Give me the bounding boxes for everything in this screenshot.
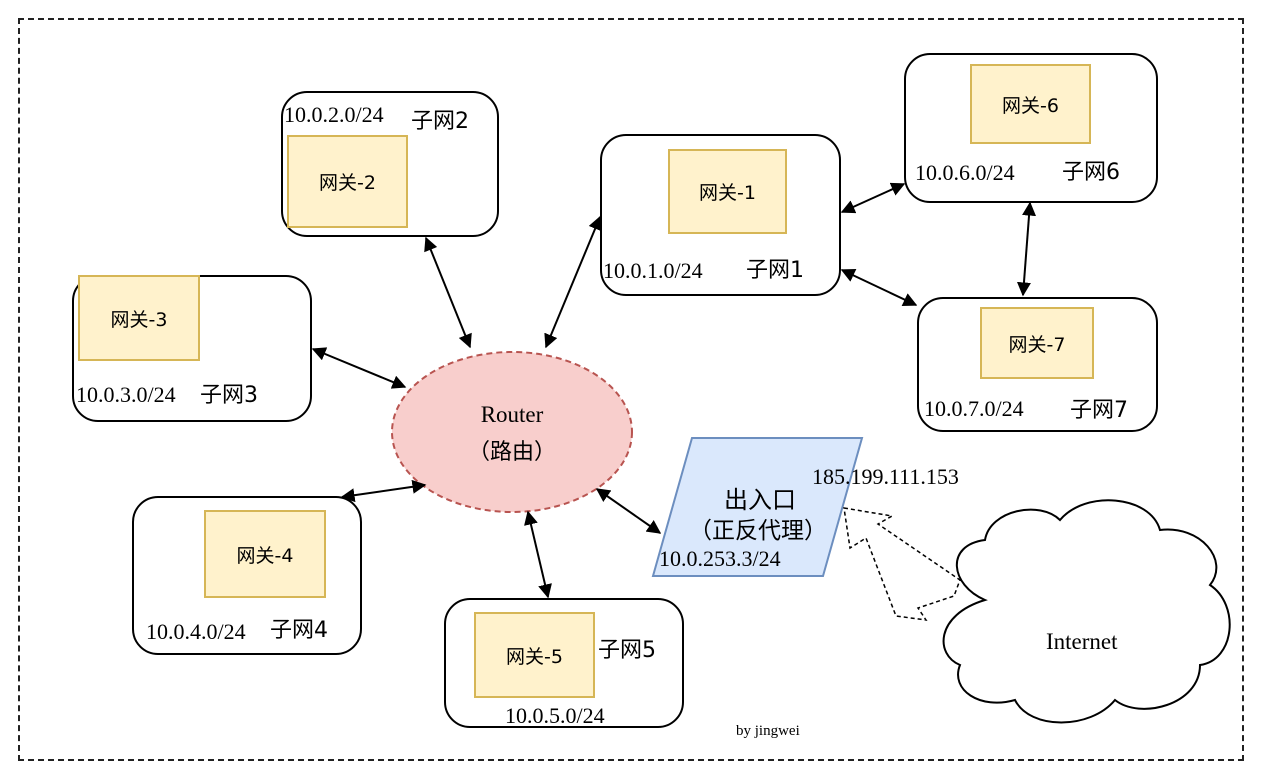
- gateway-7[interactable]: 网关-7: [980, 307, 1094, 379]
- subnet-3-name: 子网3: [200, 383, 258, 408]
- link-gw6-gw7: [1016, 201, 1037, 297]
- link-router-gw2: [424, 236, 472, 349]
- gateway-6[interactable]: 网关-6: [970, 64, 1091, 144]
- link-router-gw3: [311, 347, 407, 389]
- gateway-1[interactable]: 网关-1: [668, 149, 787, 234]
- subnet-6-cidr: 10.0.6.0/24: [915, 160, 1015, 185]
- gateway-4[interactable]: 网关-4: [204, 510, 326, 598]
- subnet-4-name: 子网4: [270, 618, 328, 643]
- subnet-5-cidr: 10.0.5.0/24: [505, 703, 605, 728]
- subnet-4-cidr: 10.0.4.0/24: [146, 619, 246, 644]
- subnet-7-name: 子网7: [1070, 398, 1128, 423]
- proxy-node[interactable]: [651, 437, 864, 577]
- diagram-frame: [18, 18, 1244, 761]
- router-subtitle: （路由）: [467, 439, 556, 464]
- subnet-5-name: 子网5: [598, 638, 656, 663]
- subnet-2-name: 子网2: [411, 109, 469, 134]
- link-router-gw5: [524, 510, 552, 599]
- proxy-subtitle: （正反代理）: [689, 518, 827, 543]
- subnet-1-name: 子网1: [746, 258, 804, 283]
- link-router-gw1: [544, 215, 602, 349]
- router-node[interactable]: [391, 351, 633, 513]
- link-router-proxy: [595, 488, 662, 534]
- internet-label: Internet: [1046, 629, 1118, 654]
- subnet-6-name: 子网6: [1062, 160, 1120, 185]
- proxy-public-ip: 185.199.111.153: [812, 464, 959, 489]
- gateway-3[interactable]: 网关-3: [78, 275, 200, 361]
- link-gw1-gw7: [840, 269, 918, 306]
- subnet-1-cidr: 10.0.1.0/24: [603, 258, 703, 283]
- link-gw1-gw6: [840, 182, 906, 214]
- gateway-5[interactable]: 网关-5: [474, 612, 595, 698]
- credit-text: by jingwei: [736, 723, 800, 739]
- subnet-3-cidr: 10.0.3.0/24: [76, 382, 176, 407]
- subnet-2-cidr: 10.0.2.0/24: [284, 102, 384, 127]
- link-router-gw4: [340, 479, 427, 503]
- link-proxy-internet: [843, 507, 961, 621]
- proxy-internal-ip: 10.0.253.3/24: [659, 546, 781, 571]
- proxy-title: 出入口: [724, 488, 796, 514]
- internet-cloud[interactable]: [942, 499, 1231, 724]
- router-name: Router: [480, 402, 544, 427]
- gateway-2[interactable]: 网关-2: [287, 135, 408, 228]
- subnet-7-cidr: 10.0.7.0/24: [924, 396, 1024, 421]
